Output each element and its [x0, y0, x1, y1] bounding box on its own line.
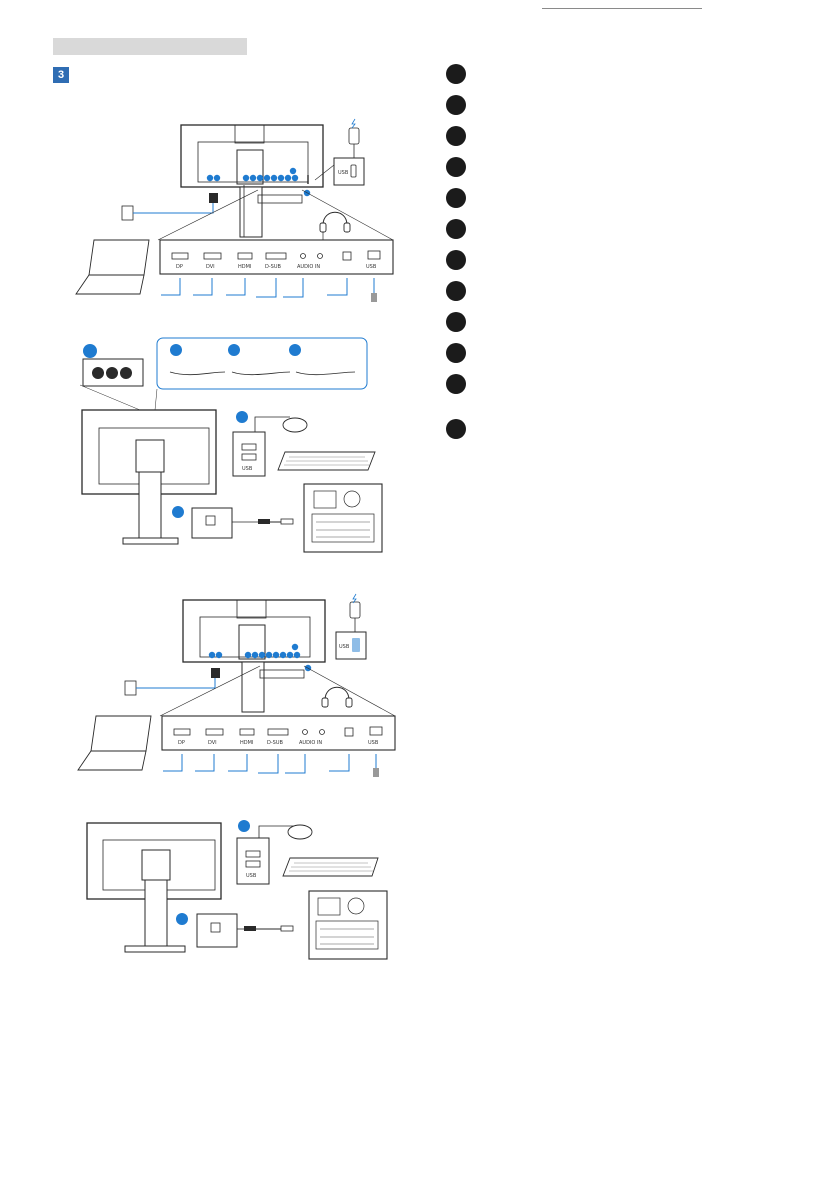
port-label: HDMI — [240, 740, 253, 746]
port-label: D-SUB — [265, 264, 281, 270]
monitor-rear-diagram-1 — [180, 124, 324, 238]
callout-marker — [446, 188, 466, 208]
section-header-bar — [53, 38, 247, 55]
usb-hub-label: USB — [242, 466, 253, 472]
usb-hub-diagram-2: USB — [86, 820, 388, 960]
callout-marker — [446, 250, 466, 270]
laptop-icon — [75, 239, 150, 295]
usb-stick-icon — [371, 293, 377, 302]
usb-c-side-panel: USB — [314, 118, 365, 186]
usb-c-label: USB — [338, 170, 349, 176]
monitor-rear-diagram-2: USB DP DVI HDMI D-SUB AUDIO IN USB — [77, 593, 396, 777]
usb-hub-label: USB — [246, 873, 257, 879]
port-label: AUDIO IN — [299, 740, 322, 746]
callout-marker — [446, 281, 466, 301]
port-panel-1: DP DVI HDMI D-SUB AUDIO IN USB — [157, 189, 394, 302]
port-label: DVI — [206, 264, 215, 270]
port-label: AUDIO IN — [297, 264, 320, 270]
usb-hub-diagram: USB — [79, 337, 383, 553]
port-label: USB — [366, 264, 377, 270]
step-number-badge: 3 — [53, 67, 69, 83]
pc-tower-icon — [303, 483, 383, 553]
power-plug-icon — [121, 193, 218, 221]
power-bolt-icon — [351, 118, 356, 129]
port-label: DVI — [208, 740, 217, 746]
callout-marker — [446, 312, 466, 332]
port-label: DP — [176, 264, 183, 270]
callout-marker — [446, 374, 466, 394]
phone-icon — [348, 127, 360, 145]
header-rule — [542, 8, 702, 9]
port-label: USB — [368, 740, 379, 746]
callout-marker — [446, 95, 466, 115]
headphone-icon — [319, 211, 351, 240]
callout-marker — [446, 126, 466, 146]
callout-marker — [446, 64, 466, 84]
callout-marker — [446, 419, 466, 439]
mouse-icon — [282, 417, 308, 433]
usb-c-label: USB — [339, 644, 350, 650]
port-label: HDMI — [238, 264, 251, 270]
port-label: D-SUB — [267, 740, 283, 746]
port-label: DP — [178, 740, 185, 746]
callout-marker — [446, 157, 466, 177]
callout-marker — [446, 219, 466, 239]
callout-marker — [446, 343, 466, 363]
